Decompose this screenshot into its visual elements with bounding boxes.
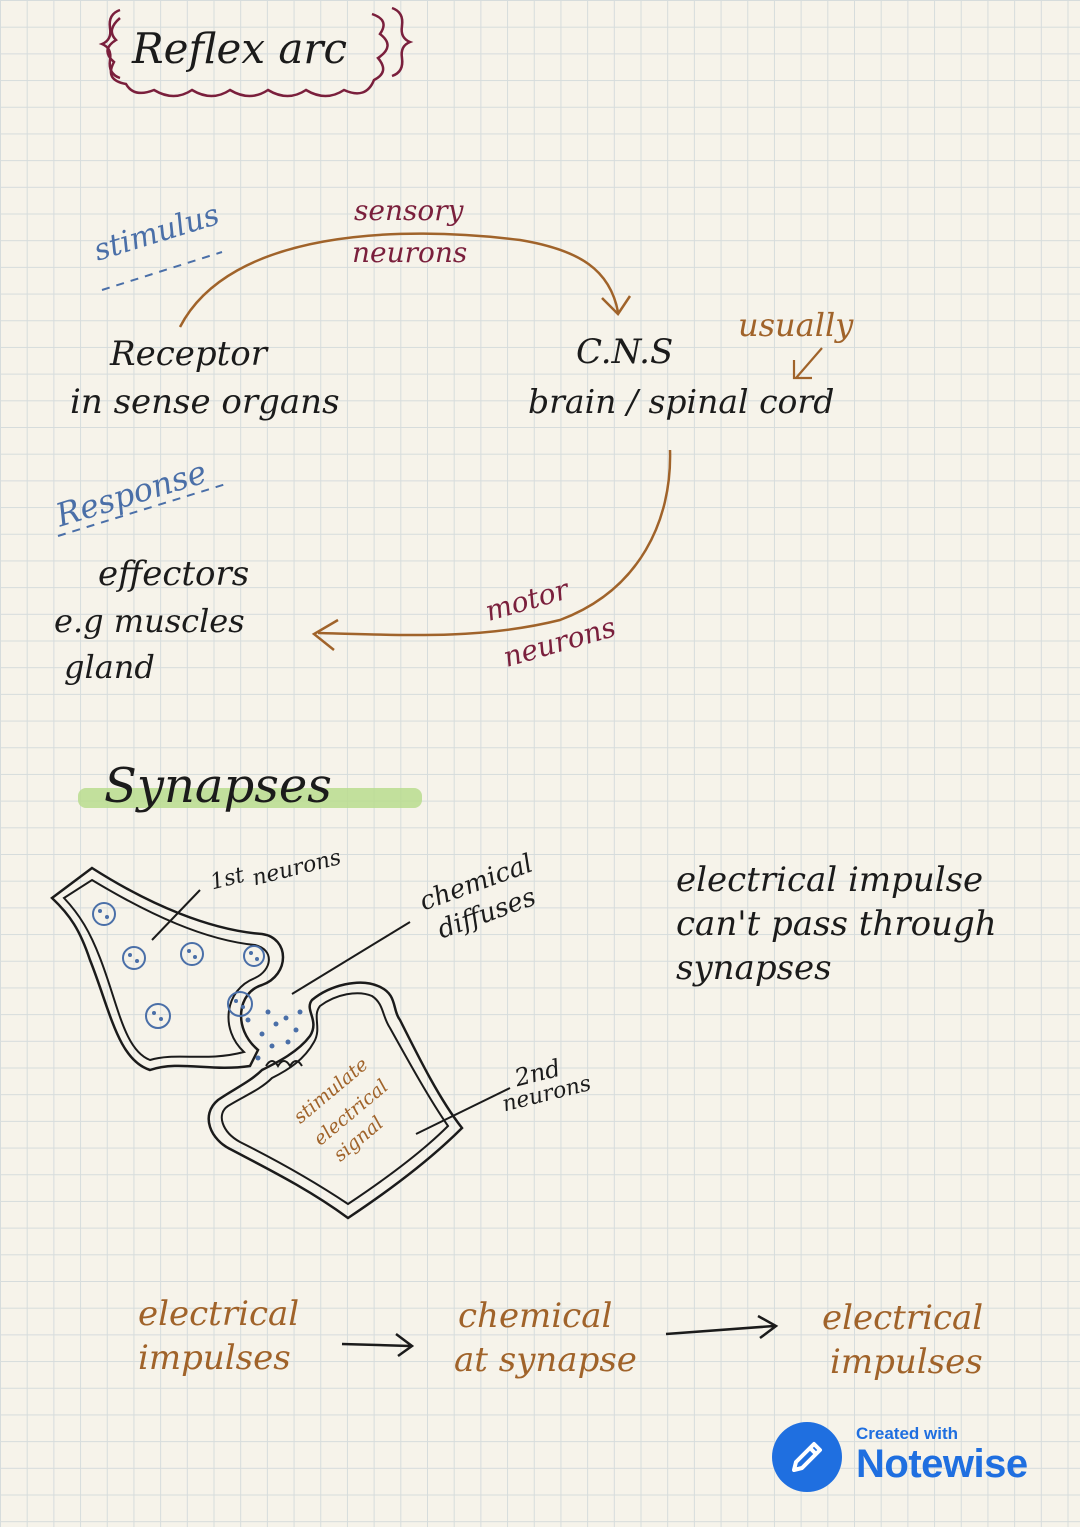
second-neuron-inner — [220, 992, 450, 1206]
cns-label-1: C.N.S — [576, 332, 674, 372]
page-title: Reflex arc — [132, 24, 348, 73]
flow-arrow-1 — [341, 1333, 415, 1358]
receptor-label-1: Receptor — [110, 334, 268, 374]
first-neuron-pointer — [151, 889, 201, 941]
notewise-logo: Created with Notewise — [772, 1422, 1044, 1494]
second-neuron-outline — [207, 981, 464, 1220]
sensory-neurons-label-1: sensory — [354, 194, 464, 227]
usually-label: usually — [738, 306, 854, 344]
sensory-arrow — [178, 232, 620, 328]
synapse-note-3: synapses — [676, 948, 832, 988]
title-brace-left — [98, 8, 121, 80]
usually-arrow — [792, 347, 823, 380]
flow-step3-line1: electrical — [822, 1298, 984, 1338]
flow-arrow-2 — [665, 1314, 779, 1339]
second-neuron-pointer — [415, 1087, 511, 1135]
logo-caption: Created with — [856, 1424, 959, 1443]
flow-step1-line1: electrical — [138, 1294, 300, 1334]
flow-step2-line2: at synapse — [454, 1340, 637, 1380]
stimulus-underline — [101, 251, 223, 291]
vesicle-dots — [98, 909, 259, 1021]
effectors-label-1: effectors — [98, 554, 250, 594]
logo-wordmark: Notewise — [856, 1442, 1028, 1486]
flow-step3-line2: impulses — [830, 1342, 983, 1382]
synapse-note-2: can't pass through — [676, 904, 997, 944]
sensory-arrowhead — [601, 295, 632, 316]
receptor-label-2: in sense organs — [70, 382, 340, 422]
effectors-label-2: e.g muscles — [54, 602, 245, 640]
cns-label-2: brain / spinal cord — [528, 382, 835, 421]
flow-step1-line2: impulses — [138, 1338, 291, 1378]
chemical-pointer — [291, 921, 411, 995]
effectors-label-3: gland — [64, 648, 155, 686]
first-neuron-inner — [62, 878, 270, 1062]
receptor-sites — [265, 1060, 303, 1068]
title-brace-right — [391, 6, 414, 78]
pencil-icon — [772, 1422, 842, 1492]
flow-step2-line1: chemical — [458, 1296, 613, 1336]
synapses-highlight — [78, 788, 422, 808]
first-neuron-outline — [50, 866, 285, 1072]
sensory-neurons-label-2: neurons — [352, 236, 468, 269]
synapse-note-1: electrical impulse — [676, 860, 984, 900]
synapses-title: Synapses — [104, 758, 332, 814]
neurotransmitter-dots — [245, 1009, 303, 1061]
title-cloud-frame — [106, 12, 389, 98]
vesicles — [92, 902, 265, 1029]
motor-arrow — [317, 449, 672, 637]
motor-arrowhead — [311, 618, 339, 651]
